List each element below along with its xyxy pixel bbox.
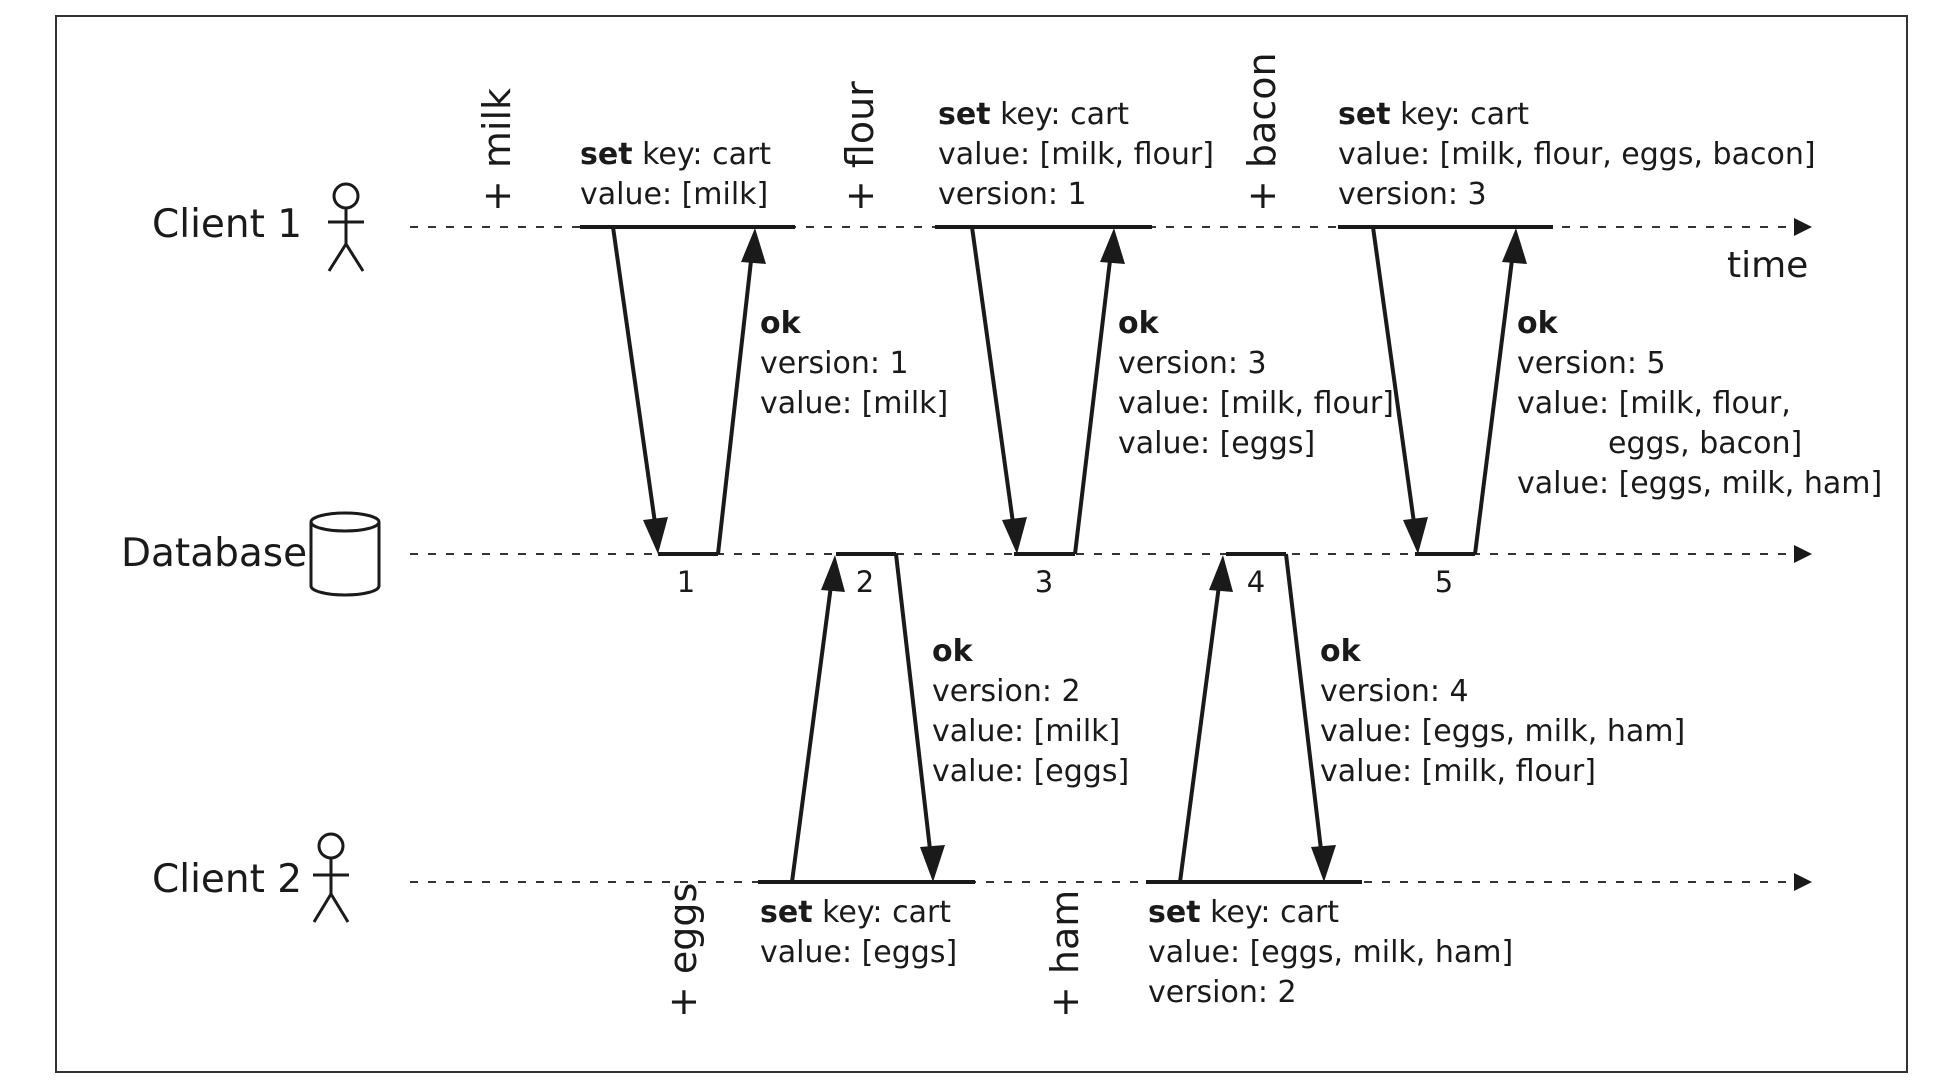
request-line: version: 3 <box>1338 177 1487 212</box>
request-command: set <box>580 137 633 172</box>
arrowhead <box>1100 228 1125 264</box>
version-number: 3 <box>1034 565 1054 599</box>
request-arrow-c2-1 <box>790 577 834 883</box>
request-label: set key: cart value: [eggs] <box>760 893 957 973</box>
response-line: value: [milk, flour, <box>1517 386 1791 421</box>
response-line: value: [milk, flour] <box>1118 386 1394 421</box>
response-line: eggs, bacon] <box>1608 426 1803 461</box>
response-status: ok <box>1118 306 1159 341</box>
client2-action-label: + ham <box>1043 889 1087 1018</box>
request-label: set key: cart value: [milk] <box>580 135 771 215</box>
request-command: set <box>760 895 813 930</box>
response-label: ok version: 5 value: [milk, flour, eggs,… <box>1517 304 1882 504</box>
request-label: set key: cart value: [milk, flour, eggs,… <box>1338 95 1816 215</box>
arrowhead <box>920 845 945 882</box>
request-line: value: [milk, flour, eggs, bacon] <box>1338 137 1816 172</box>
database-label: Database <box>121 531 308 576</box>
client1-action-label: + bacon <box>1240 52 1284 212</box>
response-status: ok <box>932 634 973 669</box>
version-number: 1 <box>676 565 696 599</box>
response-line: value: [milk, flour] <box>1320 754 1596 789</box>
response-line: version: 1 <box>760 346 909 381</box>
client2-timeline-arrowhead <box>1794 873 1812 891</box>
request-key: key: cart <box>1400 97 1530 132</box>
response-line: value: [milk] <box>760 386 949 421</box>
client2-label: Client 2 <box>152 857 303 902</box>
request-line: version: 1 <box>938 177 1087 212</box>
request-arrow-c1-2 <box>970 226 1016 531</box>
time-axis-label: time <box>1727 245 1809 286</box>
response-arrow-c1-1 <box>716 251 754 555</box>
client2-person-icon <box>312 832 350 923</box>
response-line: version: 4 <box>1320 674 1469 709</box>
request-key: key: cart <box>1000 97 1130 132</box>
client1-timeline-arrowhead <box>1794 218 1812 236</box>
response-line: version: 3 <box>1118 346 1267 381</box>
response-arrow-c1-2 <box>1073 251 1113 555</box>
response-status: ok <box>760 306 801 341</box>
response-line: value: [eggs, milk, ham] <box>1517 466 1883 501</box>
request-arrow-c1-1 <box>611 226 658 531</box>
request-arrow-c1-3 <box>1371 226 1417 531</box>
response-line: value: [eggs] <box>1118 426 1316 461</box>
response-label: ok version: 3 value: [milk, flour] value… <box>1118 304 1394 464</box>
request-command: set <box>1148 895 1201 930</box>
arrowhead <box>741 228 766 264</box>
response-line: value: [eggs, milk, ham] <box>1320 714 1686 749</box>
request-command: set <box>1338 97 1391 132</box>
response-label: ok version: 2 value: [milk] value: [eggs… <box>932 632 1129 792</box>
response-line: value: [eggs] <box>932 754 1130 789</box>
response-status: ok <box>1320 634 1361 669</box>
request-command: set <box>938 97 991 132</box>
request-line: value: [eggs, milk, ham] <box>1148 935 1514 970</box>
response-label: ok version: 1 value: [milk] <box>760 304 948 424</box>
response-arrow-c2-1 <box>894 553 933 859</box>
database-timeline-arrowhead <box>1794 545 1812 563</box>
request-line: version: 2 <box>1148 975 1297 1010</box>
request-line: value: [eggs] <box>760 935 958 970</box>
arrowhead <box>821 555 845 592</box>
response-line: version: 2 <box>932 674 1081 709</box>
client1-action-label: + flour <box>838 81 882 212</box>
request-arrow-c2-2 <box>1178 577 1222 883</box>
database-icon <box>309 511 381 597</box>
client1-person-icon <box>327 182 365 272</box>
version-number: 5 <box>1434 565 1454 599</box>
request-line: value: [milk, flour] <box>938 137 1214 172</box>
response-line: value: [milk] <box>932 714 1121 749</box>
request-key: key: cart <box>1210 895 1340 930</box>
response-arrow-c1-3 <box>1473 251 1515 555</box>
arrowhead <box>1002 517 1027 554</box>
request-line: value: [milk] <box>580 177 769 212</box>
arrowhead <box>1209 555 1233 592</box>
diagram-frame <box>55 15 1908 1073</box>
response-label: ok version: 4 value: [eggs, milk, ham] v… <box>1320 632 1685 792</box>
arrowhead <box>1403 517 1428 554</box>
version-number: 4 <box>1246 565 1266 599</box>
request-label: set key: cart value: [eggs, milk, ham] v… <box>1148 893 1513 1013</box>
response-arrow-c2-2 <box>1284 553 1324 859</box>
response-status: ok <box>1517 306 1558 341</box>
client1-action-label: + milk <box>475 87 519 212</box>
request-label: set key: cart value: [milk, flour] versi… <box>938 95 1214 215</box>
client1-label: Client 1 <box>152 202 303 247</box>
response-line: version: 5 <box>1517 346 1666 381</box>
version-number: 2 <box>855 565 875 599</box>
request-key: key: cart <box>642 137 772 172</box>
arrowhead <box>1502 228 1527 264</box>
request-key: key: cart <box>822 895 952 930</box>
client2-action-label: + eggs <box>661 882 705 1018</box>
arrowhead <box>1311 845 1336 882</box>
arrowhead <box>643 517 668 554</box>
